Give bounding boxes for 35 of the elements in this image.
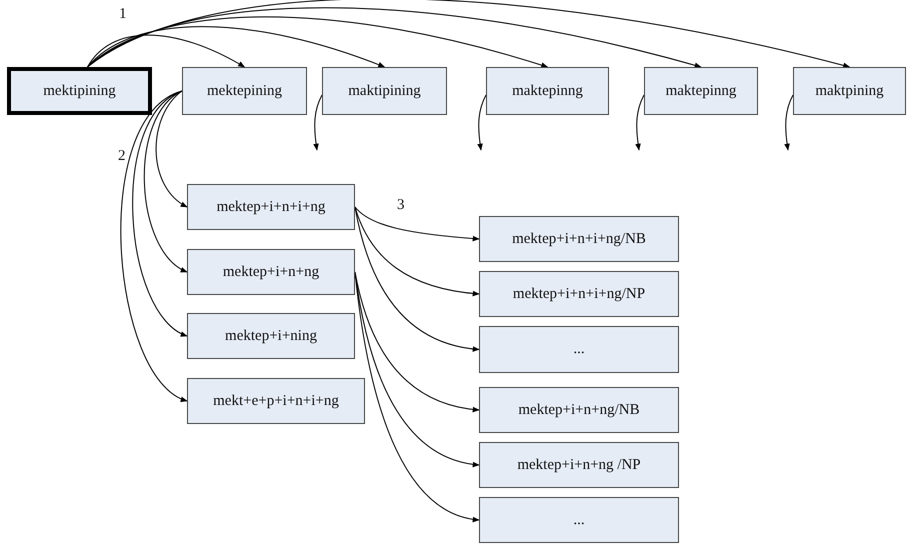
- arrow: [635, 94, 644, 151]
- word-box: mektep+i+n+i+ng/NP: [479, 271, 679, 317]
- word-box: mektep+i+n+ng: [187, 249, 355, 295]
- word-box: maktipining: [322, 67, 447, 115]
- step-number: 3: [397, 197, 404, 214]
- arrow: [354, 206, 480, 242]
- word-box: ...: [479, 326, 679, 373]
- word-box: ...: [479, 497, 679, 543]
- arrow: [87, 7, 702, 68]
- arrow: [120, 90, 188, 402]
- word-box: mektep+i+ning: [187, 313, 355, 359]
- word-box: mekt+e+p+i+n+i+ng: [187, 378, 365, 424]
- word-box: mektep+i+n+ng /NP: [479, 442, 679, 488]
- word-box: maktepinng: [644, 67, 758, 115]
- word-box: mektep+i+n+i+ng: [187, 184, 355, 230]
- step-number: 2: [118, 148, 126, 165]
- arrow: [87, 0, 850, 68]
- arrow: [354, 206, 480, 296]
- word-box: maktepinng: [486, 67, 609, 115]
- step-number: 1: [119, 6, 126, 23]
- arrow: [144, 90, 188, 272]
- arrow: [477, 94, 486, 151]
- arrow: [354, 206, 480, 352]
- arrow: [156, 90, 188, 208]
- arrow: [784, 94, 794, 151]
- arrow: [87, 16, 548, 68]
- word-box: maktpining: [793, 67, 906, 115]
- word-box: mektipining: [7, 67, 152, 115]
- word-box: mektep+i+n+ng/NB: [479, 387, 679, 433]
- arrow: [87, 26, 386, 68]
- arrow: [132, 90, 188, 336]
- word-box: mektepining: [182, 67, 307, 115]
- word-box: mektep+i+n+i+ng/NB: [479, 216, 679, 262]
- arrow: [87, 34, 246, 68]
- arrow: [354, 272, 480, 412]
